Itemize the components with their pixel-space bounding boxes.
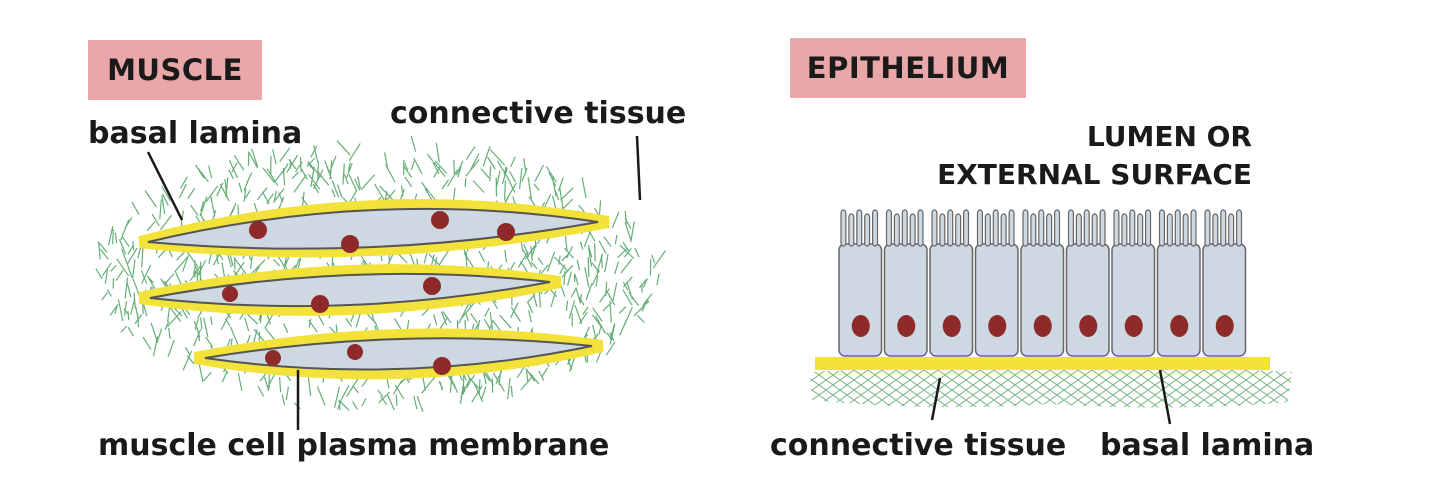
- leader-epi-basal-lamina: [1158, 369, 1172, 425]
- microvillus: [962, 209, 970, 247]
- epithelial-cell: [1020, 209, 1065, 357]
- microvillus: [931, 209, 938, 247]
- microvillus: [1220, 209, 1227, 247]
- microvillus: [1038, 209, 1045, 247]
- microvillus: [917, 209, 924, 247]
- microvillus: [1075, 213, 1082, 247]
- microvillus: [1158, 209, 1166, 247]
- epithelium-basal-lamina: [815, 357, 1270, 370]
- muscle-cell: [138, 199, 610, 258]
- epithelium-connective-tissue: [810, 366, 1292, 408]
- epithelial-nucleus: [1170, 315, 1189, 337]
- microvillus: [1121, 213, 1128, 247]
- microvillus: [1099, 209, 1106, 247]
- epithelial-cell: [1111, 209, 1156, 357]
- microvillus: [1113, 209, 1120, 247]
- leader-connective-tissue: [635, 135, 642, 201]
- microvillus: [955, 213, 962, 247]
- muscle-cell: [193, 328, 604, 380]
- epithelial-nucleus: [1124, 315, 1143, 337]
- muscle-label-connective-tissue: connective tissue: [390, 96, 687, 131]
- epithelial-cell: [1065, 209, 1110, 357]
- leader-epi-connective-tissue: [930, 377, 942, 421]
- microvillus: [1053, 209, 1061, 247]
- microvillus: [1022, 209, 1029, 247]
- microvillus: [1174, 209, 1181, 247]
- muscle-cell: [138, 264, 562, 316]
- muscle-label-plasma-membrane: muscle cell plasma membrane: [98, 428, 610, 463]
- epithelial-cell: [838, 209, 883, 357]
- microvillus: [901, 209, 908, 247]
- microvillus: [1067, 209, 1075, 247]
- microvillus: [909, 213, 916, 247]
- epithelial-cell: [1202, 209, 1247, 357]
- microvillus: [984, 213, 991, 247]
- epithelial-cell-layer: [838, 209, 1247, 357]
- epithelial-cell: [883, 209, 928, 357]
- microvillus: [1083, 209, 1090, 247]
- microvillus: [1046, 213, 1053, 247]
- microvillus: [1091, 213, 1098, 247]
- epithelial-nucleus: [988, 315, 1007, 337]
- microvillus: [1008, 209, 1015, 247]
- microvillus: [1228, 213, 1235, 247]
- microvillus: [1000, 213, 1007, 247]
- epithelium-label-connective-tissue: connective tissue: [770, 428, 1067, 463]
- epithelial-nucleus: [1079, 315, 1098, 337]
- microvillus: [1235, 209, 1243, 247]
- muscle-title-badge: MUSCLE: [88, 40, 262, 100]
- microvillus: [947, 209, 954, 247]
- epithelial-cell: [929, 209, 974, 357]
- epithelial-nucleus: [1033, 315, 1052, 337]
- lumen-line-2: EXTERNAL SURFACE: [937, 158, 1252, 191]
- microvillus: [1144, 209, 1152, 247]
- microvillus: [840, 209, 847, 247]
- microvillus: [1204, 209, 1211, 247]
- microvillus: [1166, 213, 1173, 247]
- microvillus: [848, 213, 855, 247]
- microvillus: [856, 209, 863, 247]
- lumen-heading: LUMEN OR EXTERNAL SURFACE: [937, 118, 1252, 194]
- microvillus: [1137, 213, 1144, 247]
- epithelial-nucleus: [897, 315, 916, 337]
- microvillus: [939, 213, 946, 247]
- microvillus: [992, 209, 999, 247]
- muscle-label-basal-lamina: basal lamina: [88, 116, 303, 151]
- microvillus: [1030, 213, 1037, 247]
- epithelium-label-basal-lamina: basal lamina: [1100, 428, 1315, 463]
- microvillus: [871, 209, 879, 247]
- epithelial-cell: [974, 209, 1019, 357]
- epithelial-nucleus: [942, 315, 961, 337]
- lumen-line-1: LUMEN OR: [1086, 120, 1252, 153]
- leader-basal-lamina: [146, 151, 184, 221]
- microvillus: [1129, 209, 1136, 247]
- muscle-nuclei: [222, 211, 515, 375]
- epithelium-title-badge: EPITHELIUM: [790, 38, 1026, 98]
- microvillus: [864, 213, 871, 247]
- microvillus: [1212, 213, 1219, 247]
- epithelial-cell: [1156, 209, 1201, 357]
- microvillus: [885, 209, 893, 247]
- microvillus: [1190, 209, 1197, 247]
- microvillus: [1182, 213, 1189, 247]
- epithelial-nucleus: [851, 315, 870, 337]
- microvillus: [893, 213, 900, 247]
- epithelial-nucleus: [1215, 315, 1234, 337]
- microvillus: [976, 209, 984, 247]
